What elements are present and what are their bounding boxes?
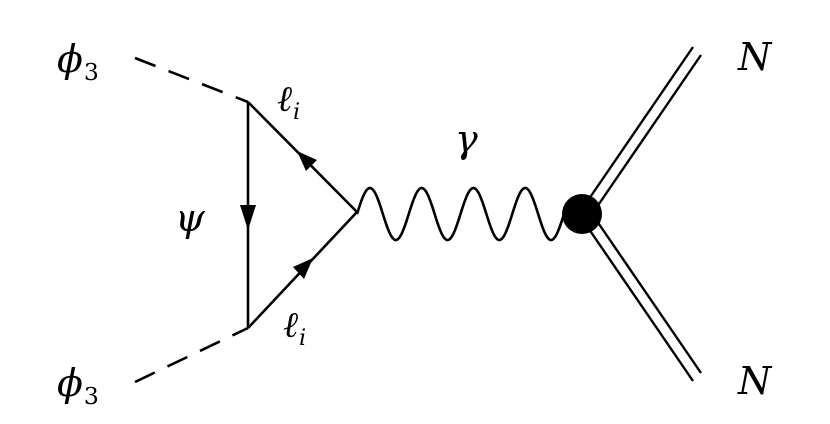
psi-arrow [240, 205, 256, 230]
nucleon-line-top-a [579, 46, 694, 213]
psi-symbol: ψ [175, 196, 205, 240]
photon-propagator [355, 186, 566, 242]
photon-label: γ [455, 120, 478, 158]
effective-vertex-blob [562, 194, 602, 234]
phi-label-top: ϕ3 [57, 40, 99, 85]
lepton-arrow-bottom [293, 258, 313, 279]
phi-subscript-top: 3 [83, 58, 99, 87]
phi-symbol-top: ϕ [57, 37, 83, 81]
nucleon-label-bottom: N [738, 362, 771, 400]
nucleon-symbol-top: N [738, 35, 772, 79]
lepton-label-bottom: ℓi [283, 308, 306, 349]
scalar-line-bottom [134, 326, 249, 384]
lepton-symbol-top: ℓ [277, 79, 292, 120]
lepton-subscript-bottom: i [299, 324, 307, 351]
photon-symbol: γ [455, 117, 478, 161]
lepton-subscript-top: i [293, 98, 301, 125]
phi-subscript-bottom: 3 [83, 382, 99, 411]
nucleon-label-top: N [738, 38, 771, 76]
lepton-label-top: ℓi [277, 82, 300, 123]
nucleon-line-top-b [587, 54, 702, 221]
lepton-symbol-bottom: ℓ [283, 305, 298, 346]
nucleon-symbol-bottom: N [738, 359, 772, 403]
nucleon-line-bottom-a [587, 207, 702, 374]
phi-label-bottom: ϕ3 [57, 364, 99, 409]
psi-label: ψ [175, 199, 205, 237]
nucleon-line-bottom-b [579, 215, 694, 382]
scalar-line-top [134, 56, 249, 104]
phi-symbol-bottom: ϕ [57, 361, 83, 405]
lepton-arrow-top [297, 151, 317, 171]
